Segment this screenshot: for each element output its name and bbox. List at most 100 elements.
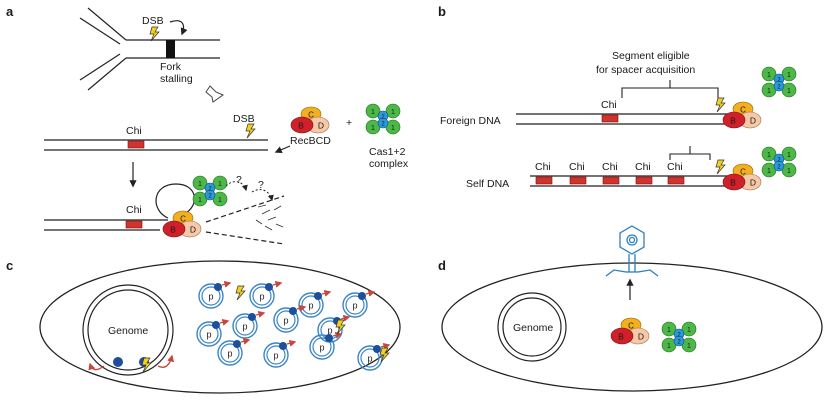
plasmid-9: p — [217, 337, 251, 366]
chi-site-self-3 — [602, 176, 620, 185]
recbcd-label: RecBCD — [290, 135, 331, 147]
plasmid-replication-arrow — [255, 310, 266, 318]
plasmid-origin-dot — [248, 313, 256, 321]
panel-a: a DSB Fork stalling DSB Chi R — [6, 4, 409, 245]
dsb-label-top: DSB — [142, 15, 164, 27]
self-dna-label: Self DNA — [466, 178, 509, 190]
panel-b: b Segment eligible for spacer acquisitio… — [438, 4, 797, 191]
hollow-arrow-icon — [205, 85, 225, 103]
plasmid-11: p — [309, 331, 343, 360]
dashed-arrow-icon-2 — [251, 189, 274, 202]
question-mark-2: ? — [258, 179, 264, 191]
chi-label-self-5: Chi — [667, 161, 683, 173]
plasmid-origin-dot — [289, 307, 297, 315]
plasmid-7: p — [273, 304, 307, 333]
plasmid-label: p — [283, 316, 288, 326]
chi-label-self-3: Chi — [602, 161, 618, 173]
plasmid-origin-dot — [314, 292, 322, 300]
chi-label-self-2: Chi — [569, 161, 585, 173]
plasmid-label: p — [327, 326, 332, 336]
plasmid-origin-dot — [373, 345, 381, 353]
fork-stalling-label-2: stalling — [160, 73, 193, 85]
plasmid-4: p — [342, 289, 376, 318]
foreign-dna-strands — [516, 113, 730, 125]
dna-fragments — [255, 204, 284, 231]
genome-inner — [87, 289, 169, 371]
genome-outer-d — [497, 292, 567, 362]
plasmid-1: p — [198, 280, 232, 309]
foreign-cas-icon — [761, 66, 797, 98]
genome-outer — [82, 284, 174, 376]
segment-label-2: for spacer acquisition — [596, 64, 695, 76]
segment-bracket — [621, 80, 719, 98]
panel-c-letter: c — [6, 258, 13, 273]
plasmid-origin-dot — [214, 283, 222, 291]
chi-site-self-1 — [535, 176, 553, 185]
cas-label-2: complex — [369, 158, 409, 170]
genome-inner-d — [502, 297, 562, 357]
question-mark-1: ? — [236, 174, 242, 186]
panel-b-letter: b — [438, 4, 446, 19]
cas-complex-d-icon — [661, 321, 697, 353]
panel-d: d Genome — [438, 225, 823, 392]
plasmid-5: p — [196, 318, 230, 347]
plasmid-label: p — [352, 301, 357, 311]
plasmid-replication-arrow — [272, 280, 283, 288]
plasmid-12: p — [357, 342, 391, 371]
stalled-replisome — [166, 40, 175, 58]
plasmid-dsb-lightning-icon — [235, 285, 246, 301]
self-dna-strands — [530, 175, 730, 187]
chi-label-self-1: Chi — [535, 161, 551, 173]
plasmid-replication-arrow — [380, 342, 391, 350]
cell-outline-d — [441, 262, 823, 392]
cas-label-1: Cas1+2 — [369, 146, 406, 158]
plasmid-origin-dot — [325, 334, 333, 342]
chi-site-self-4 — [635, 176, 653, 185]
self-dsb-lightning-icon — [715, 159, 726, 175]
plasmid-origin-dot — [212, 321, 220, 329]
plasmid-origin-dot — [265, 283, 273, 291]
plus-sign: + — [346, 117, 352, 129]
curved-arrow-icon — [169, 20, 188, 36]
plasmid-label: p — [308, 301, 313, 311]
replication-arrow-right — [157, 354, 175, 368]
plasmid-label: p — [227, 349, 232, 359]
plasmid-label: p — [206, 330, 211, 340]
dsb-lightning-mid-icon — [245, 123, 256, 139]
plasmid-3: p — [298, 289, 332, 318]
plasmid-replication-arrow — [296, 304, 307, 312]
cas-bound-icon — [192, 175, 228, 207]
plasmid-replication-arrow — [365, 289, 376, 297]
plasmid-label: p — [208, 292, 213, 302]
linear-dna-bottom — [44, 183, 195, 231]
dsb-label-mid: DSB — [233, 113, 255, 125]
origin-dot-1 — [113, 357, 123, 367]
plasmid-replication-arrow — [332, 331, 343, 339]
chi-label-bottom: Chi — [126, 204, 142, 216]
plasmid-label: p — [273, 351, 278, 361]
plasmid-replication-arrow — [219, 318, 230, 326]
plasmid-origin-dot — [358, 292, 366, 300]
foreign-dsb-lightning-icon — [715, 97, 726, 113]
recbcd-complex-icon — [290, 106, 330, 134]
chi-label-top: Chi — [126, 125, 142, 137]
dsb-lightning-icon — [149, 26, 160, 42]
panel-d-letter: d — [438, 258, 446, 273]
segment-label-1: Segment eligible — [612, 50, 690, 62]
plasmid-10: p — [263, 339, 297, 368]
chi-site-foreign — [601, 114, 619, 123]
chi-site-bottom — [125, 220, 143, 229]
chi-site-self-2 — [569, 176, 587, 185]
chi-label-self-4: Chi — [635, 161, 651, 173]
plasmid-origin-dot — [233, 340, 241, 348]
plasmid-6: p — [232, 310, 266, 339]
plasmid-origin-dot — [279, 342, 287, 350]
plasmid-label: p — [259, 292, 264, 302]
self-chi-sites — [535, 176, 685, 185]
phage-icon — [605, 225, 659, 277]
plasmid-label: p — [242, 322, 247, 332]
plasmid-label: p — [319, 343, 324, 353]
chi-label-foreign: Chi — [601, 99, 617, 111]
